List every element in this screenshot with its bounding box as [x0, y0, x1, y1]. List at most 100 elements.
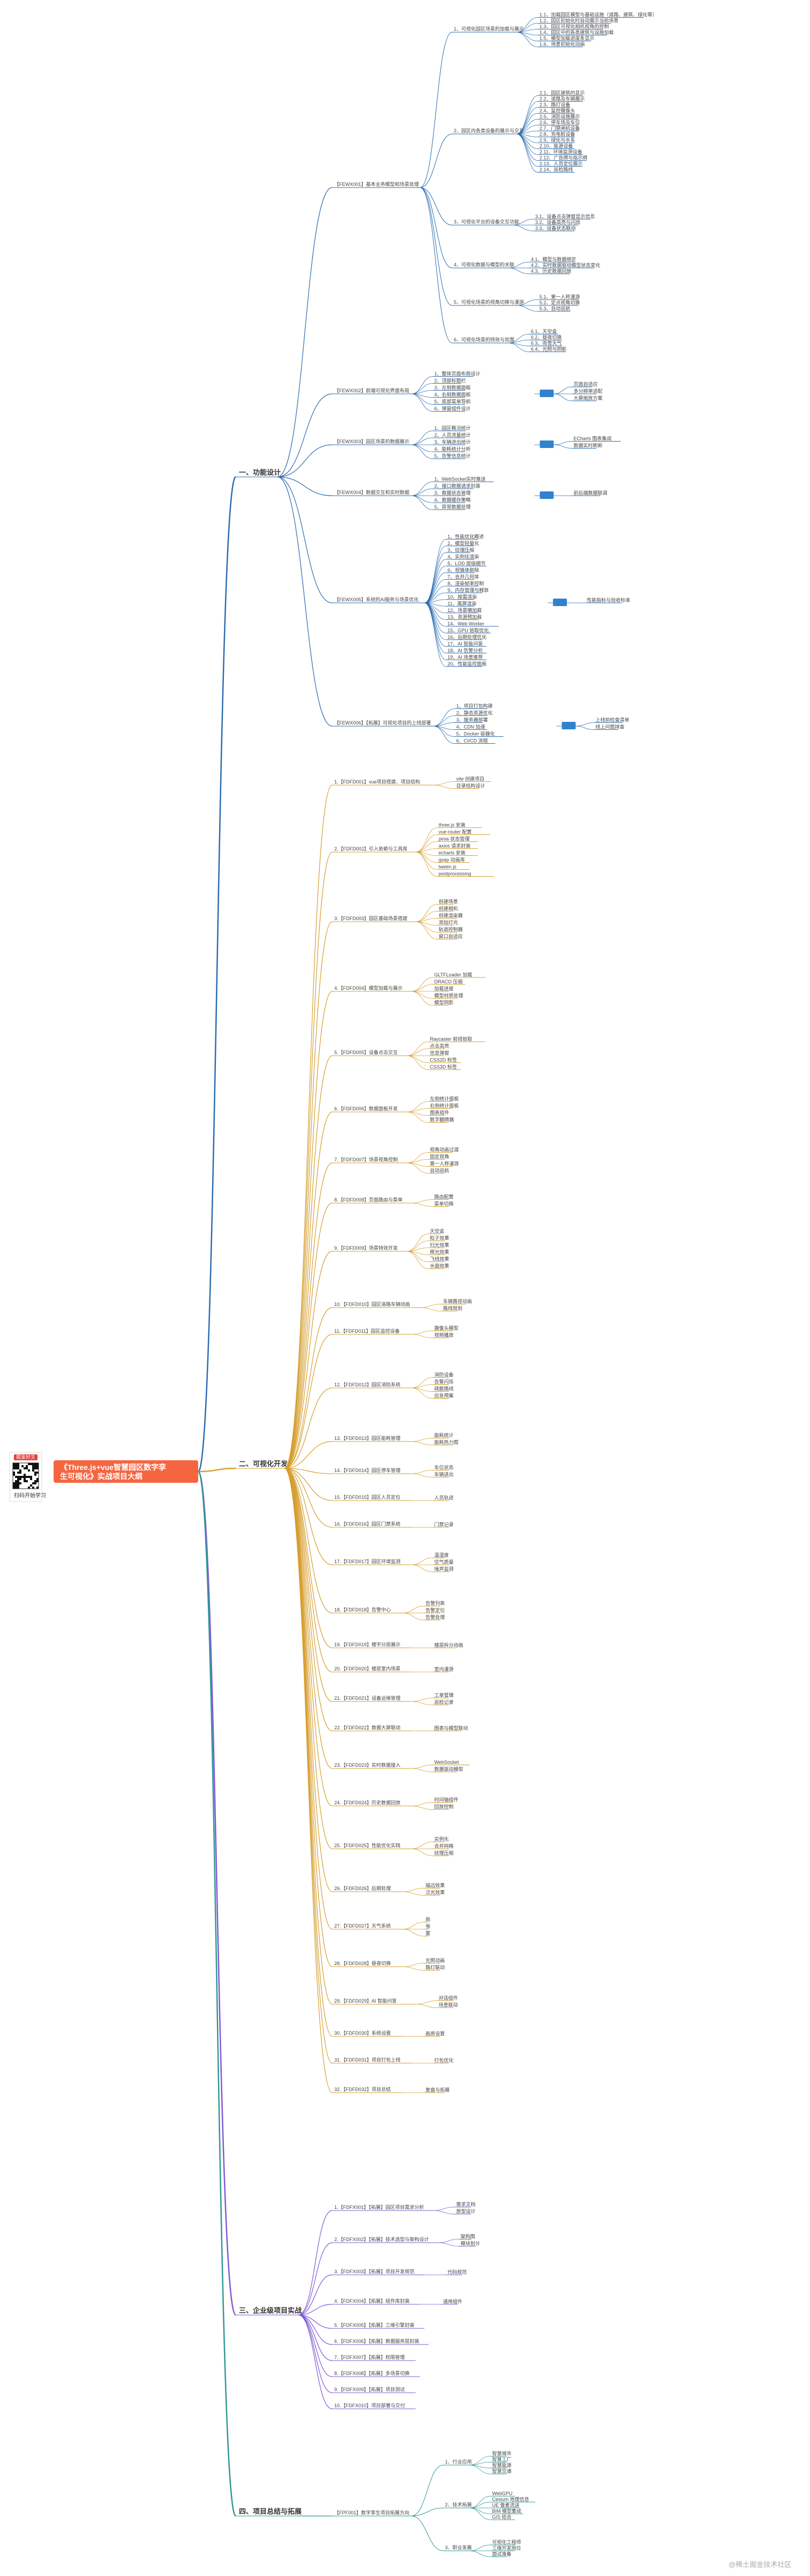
feature-node[interactable]: 2.【FDFX002】【拓展】技术选型与架构设计 [334, 2236, 429, 2242]
section-node[interactable]: 四、项目总结与拓展 [239, 2507, 302, 2515]
feature-node[interactable]: 9.【FDFX009】【拓展】项目测试 [334, 2386, 405, 2392]
feature-label: 19.【FDFD019】楼宇分层展示 [334, 1641, 401, 1647]
leaf-label: 6.4、光照与阴影 [531, 346, 567, 352]
feature-node[interactable]: 11.【FDFD011】园区监控设备 [334, 1328, 400, 1334]
root-node[interactable]: 《Three.js+vue智慧园区数字孪生可视化》实战项目大纲 [54, 1460, 198, 1483]
feature-node[interactable]: 1.【FDFD001】vue项目搭建、项目结构 [334, 779, 420, 785]
feature-node[interactable]: 6.【FDFD006】数据面板开发 [334, 1106, 398, 1111]
leaf-connector [433, 2207, 455, 2211]
leaf-label: 2.9、绿化与水系 [539, 137, 575, 143]
feature-node[interactable]: 13.【FDFD013】园区能耗管理 [334, 1435, 401, 1441]
leaf-connector [411, 481, 433, 496]
section-node[interactable]: 二、可视化开发 [239, 1460, 288, 1468]
leaf-label: 17、AI 智能问答 [447, 640, 483, 646]
leaf-label: 固定视角 [430, 1154, 449, 1160]
sub-node[interactable]: 2、技术拓展 [445, 2502, 472, 2507]
leaf-connector [402, 1612, 424, 1621]
feature-node[interactable]: 26.【FDFD026】后期处理 [334, 1885, 391, 1891]
sub-node[interactable]: 2、园区内各类设备的展示与交互 [454, 128, 524, 133]
feature-label: 24.【FDFD024】历史数据回放 [334, 1800, 401, 1805]
leaf-connector [411, 495, 433, 503]
feature-node[interactable]: 【FEWX005】系统的AI服务与场景优化 [334, 596, 419, 602]
leaf-label: 能耗统计 [434, 1432, 454, 1438]
feature-node[interactable]: 6.【FDFX006】【拓展】数据服务层封装 [334, 2338, 419, 2344]
feature-label: 13.【FDFD013】园区能耗管理 [334, 1435, 401, 1441]
feature-label: 【FEWX004】数据交互和实时数据 [334, 489, 409, 495]
feature-connector [277, 187, 333, 477]
feature-node[interactable]: 30.【FDFD030】系统设置 [334, 2030, 391, 2036]
sub-node[interactable]: 3、职业发展 [445, 2544, 472, 2550]
sub-connector [411, 2515, 444, 2551]
sub-label: 3、可视化平台的设备交互功能 [454, 219, 519, 225]
sub-node[interactable]: 5、可视化场景的视角切换与漫游 [454, 299, 524, 305]
sub-node[interactable]: 1、行业应用 [445, 2459, 472, 2465]
feature-node[interactable]: 17.【FDFD017】园区环境监测 [334, 1558, 401, 1564]
feature-node[interactable]: 32.【FDFD032】项目总结 [334, 2086, 391, 2092]
leaf-connector [516, 32, 538, 47]
feature-node[interactable]: 8.【FDFX008】【拓展】多场景切换 [334, 2370, 410, 2376]
feature-node[interactable]: 7.【FDFD007】场景视角控制 [334, 1156, 398, 1162]
feature-connector [277, 444, 333, 477]
feature-node[interactable]: 16.【FDFD016】园区门禁系统 [334, 1521, 401, 1527]
feature-node[interactable]: 2.【FDFD002】引入依赖与工具库 [334, 846, 408, 852]
feature-node[interactable]: 31.【FDFD031】项目打包上线 [334, 2057, 401, 2063]
feature-node[interactable]: 27.【FDFD027】天气系统 [334, 1923, 391, 1929]
sub-label: 1、可视化园区场景的加载与展示 [454, 26, 524, 32]
leaf-label: 疏散路线 [434, 1386, 454, 1392]
feature-node[interactable]: 【FEWX003】园区场景的数据展示 [334, 438, 409, 444]
feature-node[interactable]: 22.【FDFD022】数据大屏联动 [334, 1724, 401, 1730]
feature-node[interactable]: 7.【FDFX007】【拓展】权限管理 [334, 2354, 405, 2360]
leaf-connector [516, 113, 538, 135]
feature-node[interactable]: 12.【FDFD012】园区消防系统 [334, 1382, 401, 1387]
feature-node[interactable]: 3.【FDFD003】园区基础场景搭建 [334, 915, 408, 921]
sub-node[interactable]: 1、可视化园区场景的加载与展示 [454, 26, 524, 32]
feature-node[interactable]: 24.【FDFD024】历史数据回放 [334, 1800, 401, 1805]
feature-node[interactable]: 【FEWX001】基本业务模型和场景处理 [334, 181, 419, 187]
feature-node[interactable]: 21.【FDFD021】设备运维管理 [334, 1695, 401, 1701]
leaf-label: 智慧工厂 [492, 2456, 512, 2462]
section-node[interactable]: 三、企业级项目实战 [239, 2306, 302, 2314]
feature-node[interactable]: 【FEWX002】前端可视化界面布局 [334, 387, 409, 393]
feature-node[interactable]: 19.【FDFD019】楼宇分层展示 [334, 1641, 401, 1647]
feature-node[interactable]: 14.【FDFD014】园区停车管理 [334, 1467, 401, 1473]
feature-node[interactable]: 1.【FDFX001】【拓展】园区项目需求分析 [334, 2204, 424, 2210]
feature-node[interactable]: 5.【FDFX005】【拓展】三维引擎封装 [334, 2322, 415, 2328]
feature-label: 17.【FDFD017】园区环境监测 [334, 1558, 401, 1564]
leaf-connector [411, 1441, 433, 1445]
section-node[interactable]: 一、功能设计 [239, 468, 281, 476]
feature-connector [284, 1468, 333, 2005]
feature-node[interactable]: 10.【FDFD010】园区道路车辆动画 [334, 1301, 410, 1307]
feature-node[interactable]: 5.【FDFD005】设备点击交互 [334, 1049, 398, 1055]
feature-node[interactable]: 【FPF001】数字孪生项目拓展方向 [334, 2510, 409, 2515]
root-title: 《Three.js+vue智慧园区数字孪生可视化》实战项目大纲 [60, 1463, 166, 1481]
leaf-label: 自动巡航 [430, 1168, 449, 1174]
feature-node[interactable]: 10.【FDFX010】项目部署与交付 [334, 2402, 405, 2408]
feature-label: 1.【FDFD001】vue项目搭建、项目结构 [334, 779, 420, 785]
feature-node[interactable]: 【FEWX004】数据交互和实时数据 [334, 489, 409, 495]
feature-node[interactable]: 29.【FDFD029】AI 智能问答 [334, 1998, 397, 2004]
leaf-label: 路由配置 [434, 1194, 454, 1200]
sub-node[interactable]: 4、可视化数据与模型的关联 [454, 262, 514, 267]
feature-node[interactable]: 28.【FDFD028】昼夜切换 [334, 1960, 391, 1966]
leaf-label: 创建场景 [439, 899, 458, 905]
feature-node[interactable]: 20.【FDFD020】楼层室内场景 [334, 1666, 401, 1671]
feature-node[interactable]: 4.【FDFD004】模型加载与展示 [334, 985, 403, 991]
feature-node[interactable]: 3.【FDFX003】【拓展】项目开发规范 [334, 2268, 415, 2274]
feature-node[interactable]: 8.【FDFD008】页面路由与菜单 [334, 1197, 403, 1203]
section-label: 四、项目总结与拓展 [239, 2507, 302, 2515]
qr-code[interactable] [12, 1462, 39, 1489]
feature-node[interactable]: 4.【FDFX004】【拓展】组件库封装 [334, 2298, 410, 2304]
feature-node[interactable]: 25.【FDFD025】性能优化实践 [334, 1842, 401, 1848]
leaf-connector [411, 1698, 433, 1702]
feature-node[interactable]: 15.【FDFD015】园区人员定位 [334, 1494, 401, 1500]
leaf-label: 视角动画过渡 [430, 1147, 459, 1153]
leaf-label: 数字翻牌器 [430, 1117, 454, 1123]
feature-node[interactable]: 23.【FDFD023】实时数据接入 [334, 1762, 401, 1768]
feature-node[interactable]: 9.【FDFD009】场景特效开发 [334, 1245, 398, 1251]
sub-node[interactable]: 6、可视化场景的特效与氛围 [454, 337, 514, 342]
feature-label: 3.【FDFX003】【拓展】项目开发规范 [334, 2268, 415, 2274]
leaf-connector [516, 133, 538, 173]
feature-node[interactable]: 18.【FDFD018】告警中心 [334, 1607, 391, 1612]
feature-node[interactable]: 【FEWX006】【拓展】可视化项目的上线部署 [334, 720, 431, 726]
sub-node[interactable]: 3、可视化平台的设备交互功能 [454, 219, 519, 225]
